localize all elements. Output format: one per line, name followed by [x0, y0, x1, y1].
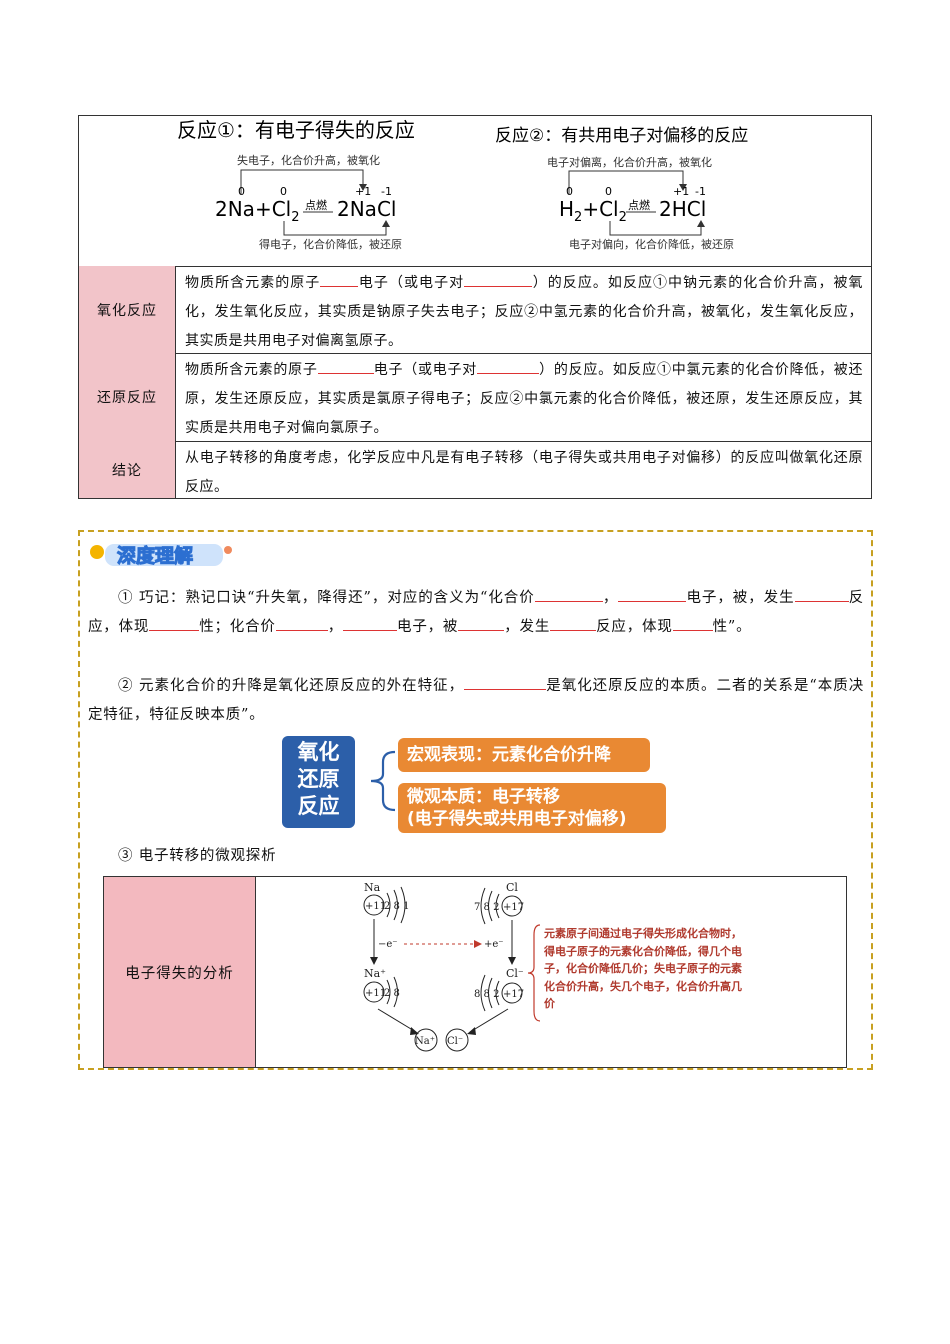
answer-blank[interactable]	[343, 614, 398, 631]
cl-shells	[480, 887, 500, 925]
arrow-head	[697, 220, 705, 227]
conclusion-row: 结论 从电子转移的角度考虑，化学反应中凡是有电子转移（电子得失或共用电子对偏移）…	[79, 441, 871, 498]
oxidation-row: 氧化反应 物质所含元素的原子电子（或电子对）的反应。如反应①中钠元素的化合价升高…	[79, 266, 871, 354]
svg-text:2 8: 2 8	[384, 988, 400, 999]
answer-blank[interactable]	[317, 357, 374, 374]
oxidation-state: +1	[673, 185, 689, 198]
svg-text:+17: +17	[503, 989, 524, 1000]
na-shells	[386, 886, 406, 924]
answer-blank[interactable]	[464, 673, 547, 690]
reaction-2-product: 2HCl	[659, 197, 706, 221]
svg-text:7 8 2: 7 8 2	[474, 902, 499, 913]
reaction-1-equation: 2Na+Cl2	[215, 197, 300, 225]
row-label: 氧化反应	[79, 266, 176, 353]
note-brace	[527, 924, 541, 1022]
svg-text:+11: +11	[365, 988, 386, 999]
oxidation-state: -1	[695, 185, 706, 198]
reaction-1-top-note: 失电子，化合价升高，被氧化	[237, 153, 380, 167]
reaction-condition: 点燃	[305, 198, 327, 212]
reaction-condition: 点燃	[628, 198, 650, 212]
badge-text: 深度理解	[117, 544, 193, 567]
analysis-table: 电子得失的分析 Na +11 2 8 1 Cl +17 7 8 2 −e⁻ +e…	[103, 876, 847, 1068]
arrow-head	[359, 184, 367, 191]
deep-understanding-box	[78, 530, 873, 1070]
micro-essence-box: 微观本质：电子转移 (电子得失或共用电子对偏移)	[398, 783, 666, 833]
cl-ion-symbol: Cl⁻	[506, 967, 524, 980]
svg-text:Cl⁻: Cl⁻	[447, 1036, 463, 1047]
answer-blank[interactable]	[618, 585, 687, 602]
svg-text:+17: +17	[503, 902, 524, 913]
arrow-head	[382, 220, 390, 227]
row-text: 物质所含元素的原子电子（或电子对）的反应。如反应①中钠元素的化合价升高，被氧化，…	[185, 269, 863, 356]
na-ion-product	[414, 1028, 438, 1052]
answer-blank[interactable]	[275, 614, 328, 631]
lose-electron: −e⁻	[378, 939, 398, 950]
svg-text:2 8 1: 2 8 1	[384, 901, 409, 912]
reaction-1-title: 反应①：有电子得失的反应	[177, 118, 415, 142]
oxidation-state: -1	[381, 185, 392, 198]
cl-symbol: Cl	[506, 881, 518, 894]
svg-text:Na⁺: Na⁺	[415, 1036, 435, 1047]
oxidation-state: 0	[238, 185, 245, 198]
tip-paragraph-2: ② 元素化合价的升降是氧化还原反应的外在特征，是氧化还原反应的本质。二者的关系是…	[88, 672, 864, 730]
deep-understanding-badge: 深度理解	[90, 543, 232, 568]
oxidation-arrow-2	[568, 170, 684, 194]
redox-concept-box: 氧化 还原 反应	[282, 736, 355, 828]
concept-brace	[370, 750, 396, 812]
na-ion-nucleus	[363, 981, 385, 1003]
cl-nucleus	[501, 895, 523, 917]
na-nucleus	[363, 894, 385, 916]
reaction-1-bottom-note: 得电子，化合价降低，被还原	[259, 237, 402, 251]
row-label: 结论	[79, 441, 176, 498]
oxidation-state: 0	[280, 185, 287, 198]
answer-blank[interactable]	[149, 614, 200, 631]
oxidation-arrow-1	[240, 169, 364, 194]
analysis-label: 电子得失的分析	[104, 877, 256, 1067]
reduction-row: 还原反应 物质所含元素的原子电子（或电子对）的反应。如反应①中氯元素的化合价降低…	[79, 353, 871, 442]
reaction-illustration: 反应①：有电子得失的反应 失电子，化合价升高，被氧化 0 0 +1 -1 2Na…	[79, 116, 871, 267]
tip-paragraph-3: ③ 电子转移的微观探析	[118, 848, 277, 864]
answer-blank[interactable]	[458, 614, 505, 631]
reaction-diagram: 反应①：有电子得失的反应 失电子，化合价升高，被氧化 0 0 +1 -1 2Na…	[177, 118, 748, 251]
reduction-arrow-2	[609, 221, 702, 236]
bulb-icon	[90, 545, 104, 559]
gain-electron: +e⁻	[484, 939, 504, 950]
reduction-arrow-1	[283, 221, 387, 236]
cl-ion-nucleus	[501, 982, 523, 1004]
macro-feature-box: 宏观表现：元素化合价升降	[398, 738, 650, 772]
reaction-2-top-note: 电子对偏离，化合价升高，被氧化	[547, 155, 712, 169]
answer-blank[interactable]	[534, 585, 603, 602]
answer-blank[interactable]	[672, 614, 713, 631]
svg-text:8 8 2: 8 8 2	[474, 989, 499, 1000]
oxidation-state: 0	[566, 185, 573, 198]
tip-paragraph-1: ① 巧记：熟记口诀“升失氧，降得还”，对应的含义为“化合价，电子，被，发生反应，…	[88, 584, 864, 642]
arrow-head	[679, 184, 687, 191]
reaction-2-equation: H2+Cl2	[559, 197, 627, 225]
electron-transfer-diagram: Na +11 2 8 1 Cl +17 7 8 2 −e⁻ +e⁻ Na⁺ +1…	[363, 881, 742, 1052]
reaction-2-bottom-note: 电子对偏向，化合价降低，被还原	[569, 237, 734, 251]
transfer-note: 元素原子间通过电子得失形成化合物时，得电子原子的元素化合价降低，得几个电子，化合…	[544, 927, 742, 1010]
cl-ion-product	[445, 1028, 469, 1052]
na-symbol: Na	[364, 881, 381, 894]
concept-table: 反应①：有电子得失的反应 失电子，化合价升高，被氧化 0 0 +1 -1 2Na…	[78, 115, 872, 499]
row-text: 从电子转移的角度考虑，化学反应中凡是有电子转移（电子得失或共用电子对偏移）的反应…	[185, 450, 863, 495]
note-container: 元素原子间通过电子得失形成化合物时，得电子原子的元素化合价降低，得几个电子，化合…	[544, 927, 742, 1010]
deco-icon	[224, 546, 232, 554]
oxidation-state: +1	[355, 185, 371, 198]
answer-blank[interactable]	[550, 614, 597, 631]
answer-blank[interactable]	[320, 270, 359, 287]
answer-blank[interactable]	[464, 270, 533, 287]
row-label: 还原反应	[79, 353, 176, 441]
svg-text:+11: +11	[365, 901, 386, 912]
reaction-1-product: 2NaCl	[337, 197, 396, 221]
answer-blank[interactable]	[476, 357, 539, 374]
row-text: 物质所含元素的原子电子（或电子对）的反应。如反应①中氯元素的化合价降低，被还原，…	[185, 356, 863, 443]
oxidation-state: 0	[605, 185, 612, 198]
badge-bg	[105, 544, 223, 566]
reaction-2-title: 反应②：有共用电子对偏移的反应	[495, 126, 748, 146]
answer-blank[interactable]	[794, 585, 849, 602]
na-ion-symbol: Na⁺	[364, 967, 386, 980]
